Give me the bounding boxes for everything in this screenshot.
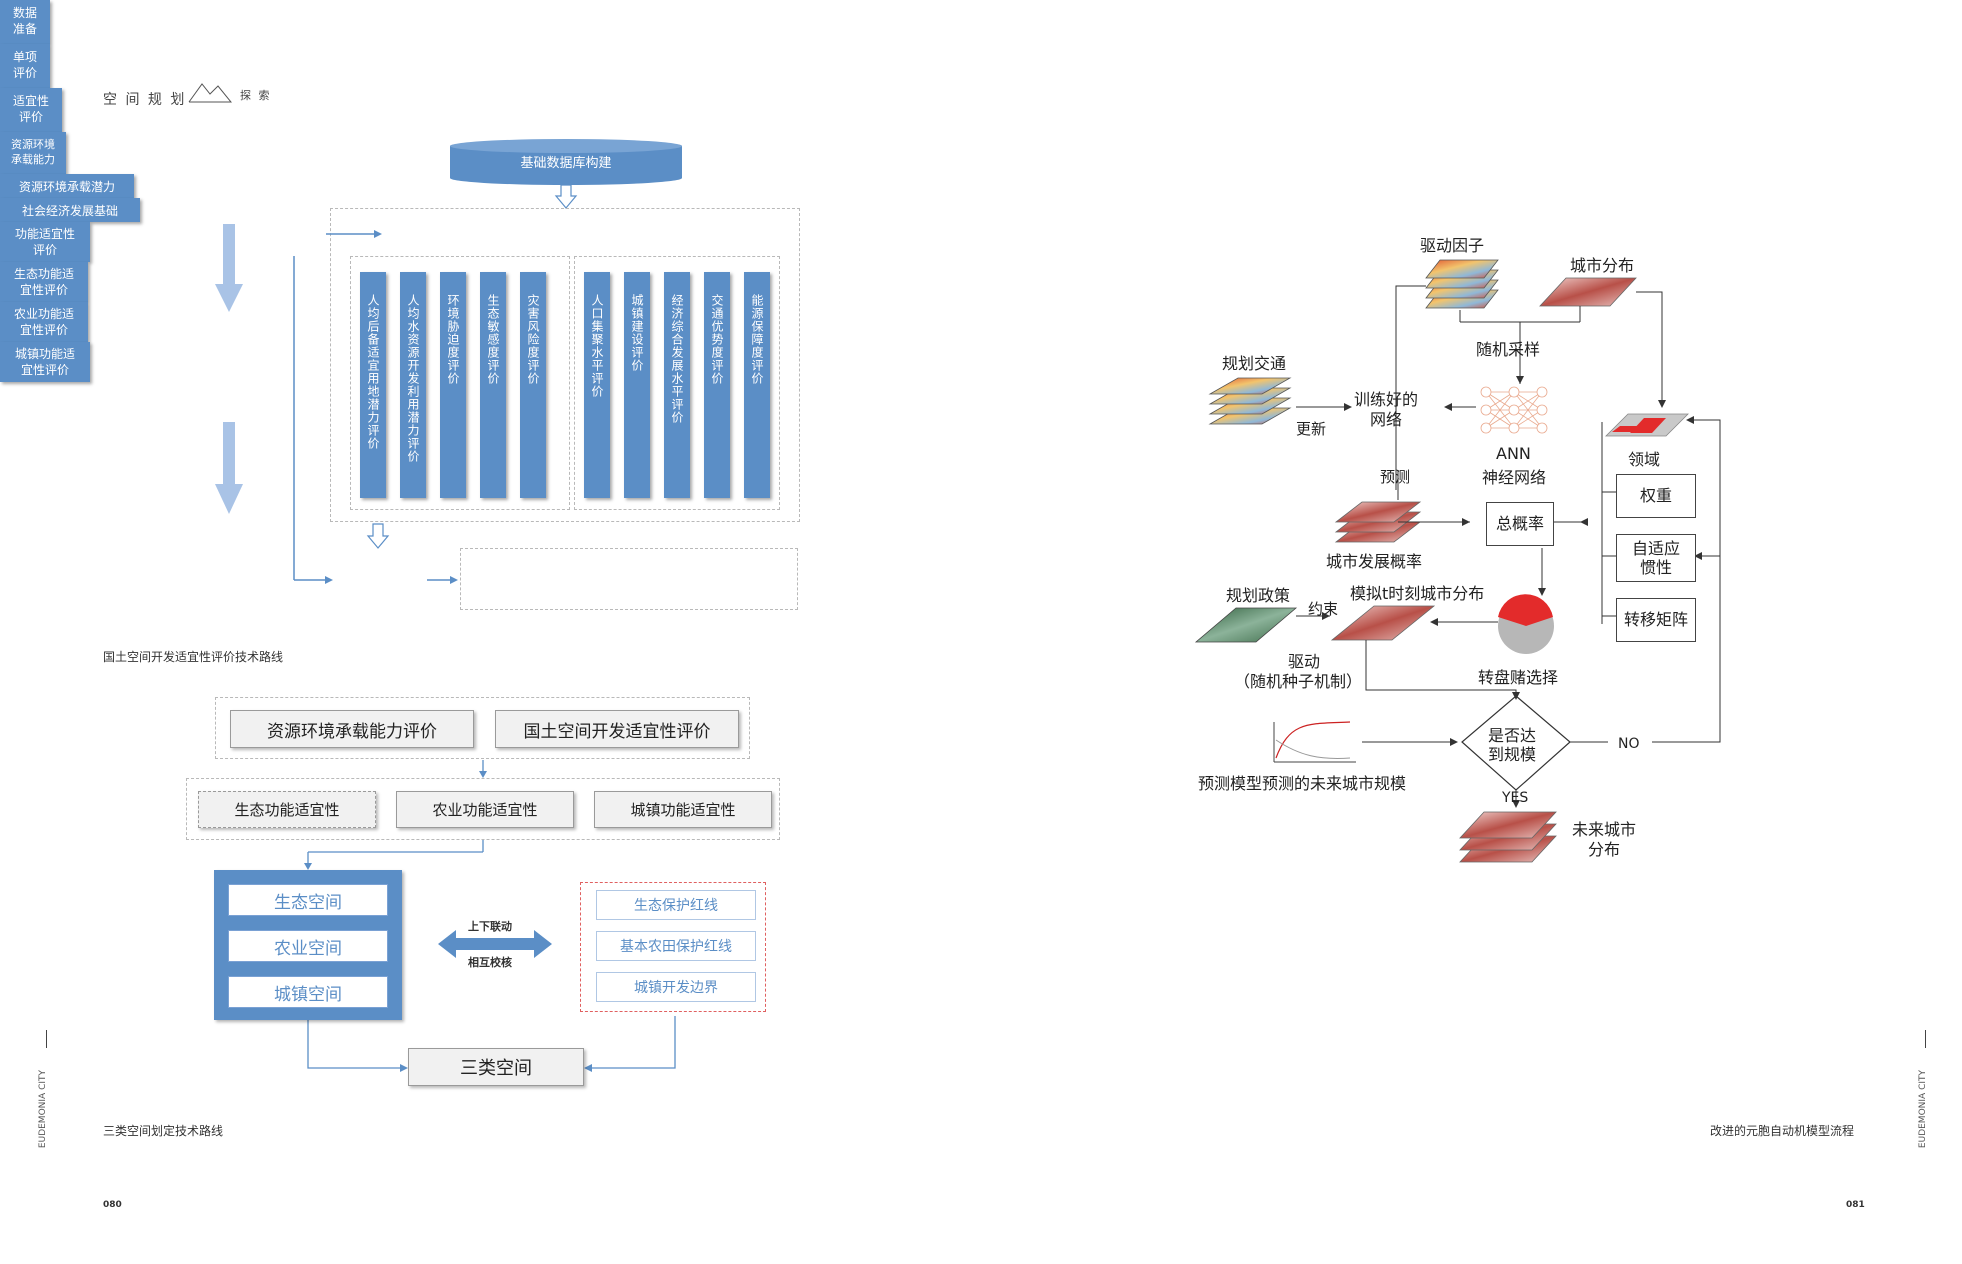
forecast-chart-icon <box>1273 721 1356 763</box>
function-suitability-box: 功能适宜性 评价 <box>0 222 90 262</box>
adaptive-inertia-box: 自适应 惯性 <box>1616 534 1696 582</box>
space-box: 农业空间 <box>228 930 388 962</box>
function-box: 农业功能适宜性 <box>396 791 574 828</box>
future-city-layers <box>1459 811 1557 863</box>
transfer-matrix-box: 转移矩阵 <box>1616 598 1696 642</box>
db-down-arrow <box>554 184 578 209</box>
no-label: NO <box>1618 736 1640 752</box>
indicator-column: 人均水资源开发利用潜力评价 <box>400 272 426 498</box>
header-title: 空 间 规 划 <box>103 92 187 108</box>
eval-box: 资源环境承载能力评价 <box>230 710 474 748</box>
weight-box: 权重 <box>1616 474 1696 518</box>
result-box: 三类空间 <box>408 1048 584 1086</box>
driving-factors-layers <box>1425 259 1499 309</box>
output-box: 农业功能适 宜性评价 <box>0 302 88 342</box>
right-columns-frame <box>574 256 780 510</box>
redline-box: 基本农田保护红线 <box>596 931 756 961</box>
figure-1-caption: 国土空间开发适宜性评价技术路线 <box>103 650 284 664</box>
figure-2-connectors <box>304 760 676 1072</box>
link-top-label: 上下联动 <box>468 920 512 933</box>
roulette-label: 转盘赌选择 <box>1478 668 1559 687</box>
function-box: 城镇功能适宜性 <box>594 791 772 828</box>
function-box: 生态功能适宜性 <box>198 791 376 828</box>
figure-3-caption: 改进的元胞自动机模型流程 <box>1710 1124 1855 1138</box>
planned-transport-label: 规划交通 <box>1222 354 1287 373</box>
indicator-column: 人口集聚水平评价 <box>584 272 610 498</box>
mountain-logo-icon <box>188 83 232 103</box>
left-columns-frame <box>350 256 570 510</box>
constraint-label: 约束 <box>1308 600 1339 618</box>
total-probability-box: 总概率 <box>1486 502 1554 546</box>
page-number-right: 081 <box>1846 1200 1865 1210</box>
figure-2-caption: 三类空间划定技术路线 <box>103 1124 224 1138</box>
side-mark-left <box>46 1030 47 1048</box>
indicator-column: 灾害风险度评价 <box>520 272 546 498</box>
eval-box: 国土空间开发适宜性评价 <box>495 710 739 748</box>
outputs-frame <box>460 548 798 610</box>
yes-label: YES <box>1502 790 1529 806</box>
drive-label: 驱动 <box>1288 652 1321 671</box>
resource-potential-header: 资源环境承载潜力 <box>0 174 134 198</box>
database-label: 基础数据库构建 <box>520 156 612 171</box>
simulated-city-map <box>1330 605 1436 641</box>
capacity-box: 资源环境 承载能力 <box>0 132 66 174</box>
space-box: 生态空间 <box>228 884 388 916</box>
output-box: 生态功能适 宜性评价 <box>0 262 88 302</box>
indicator-column: 能源保障度评价 <box>744 272 770 498</box>
indicator-column: 经济综合发展水平评价 <box>664 272 690 498</box>
update-label: 更新 <box>1296 420 1327 438</box>
page-number-left: 080 <box>103 1200 122 1210</box>
ann-cn-label: 神经网络 <box>1482 468 1547 487</box>
dev-probability-label: 城市发展概率 <box>1326 552 1423 571</box>
city-distribution-map <box>1539 277 1637 307</box>
redline-box: 生态保护红线 <box>596 890 756 920</box>
stage-single-eval: 单项 评价 <box>0 44 50 88</box>
random-sampling-label: 随机采样 <box>1476 340 1541 359</box>
side-text-left: EUDEMONIA CITY <box>38 1070 48 1149</box>
ann-label: ANN <box>1496 444 1531 463</box>
transport-layers <box>1208 377 1292 425</box>
decision-label: 是否达 到规模 <box>1488 726 1537 765</box>
side-mark-right <box>1925 1030 1926 1048</box>
drive-sub-label: （随机种子机制） <box>1234 672 1363 691</box>
header-subtitle: 探 索 <box>240 89 272 102</box>
future-distribution-label: 未来城市 分布 <box>1572 820 1637 859</box>
space-box: 城镇空间 <box>228 976 388 1008</box>
socio-economic-header: 社会经济发展基础 <box>0 198 140 222</box>
indicator-column: 城镇建设评价 <box>624 272 650 498</box>
database-cylinder <box>450 139 682 185</box>
stage-suitability-eval: 适宜性 评价 <box>0 88 62 132</box>
predict-label: 预测 <box>1380 468 1411 486</box>
eval-indicators-frame <box>330 208 800 522</box>
top-frame <box>215 697 750 759</box>
city-distribution-label: 城市分布 <box>1570 256 1635 275</box>
stage-arrows <box>215 224 243 514</box>
figure-3-connectors <box>1296 285 1721 806</box>
figure-1-connectors <box>293 230 458 584</box>
arrowheads <box>1322 376 1702 808</box>
output-box: 城镇功能适 宜性评价 <box>0 342 90 382</box>
trained-network-label: 训练好的 网络 <box>1354 390 1419 429</box>
stage-data-prep: 数据 准备 <box>0 0 50 44</box>
simulated-label: 模拟t时刻城市分布 <box>1350 584 1485 603</box>
forecast-label: 预测模型预测的未来城市规模 <box>1198 774 1407 793</box>
redline-box: 城镇开发边界 <box>596 972 756 1002</box>
indicator-column: 环境胁迫度评价 <box>440 272 466 498</box>
redlines-frame <box>580 882 766 1012</box>
indicator-column: 生态敏感度评价 <box>480 272 506 498</box>
indicator-column: 交通优势度评价 <box>704 272 730 498</box>
figure-1: 数据 准备 单项 评价 适宜性 评价 基础数据库构建 资源环境 承载能力 资源环… <box>0 0 1962 664</box>
link-bottom-label: 相互校核 <box>468 956 512 969</box>
indicator-column: 人均后备适宜用地潜力评价 <box>360 272 386 498</box>
side-text-right: EUDEMONIA CITY <box>1918 1070 1928 1149</box>
policy-map <box>1194 607 1298 643</box>
mid-frame <box>186 778 780 840</box>
neural-network-icon <box>1480 386 1548 434</box>
neighborhood-grid-icon <box>1605 413 1689 437</box>
driving-factors-label: 驱动因子 <box>1420 236 1485 255</box>
policy-label: 规划政策 <box>1226 586 1291 605</box>
domain-label: 领域 <box>1628 450 1661 469</box>
